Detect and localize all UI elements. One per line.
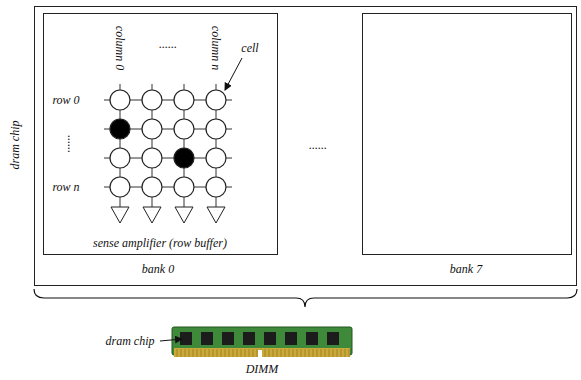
pin xyxy=(301,349,302,357)
pin xyxy=(273,349,274,357)
pin xyxy=(345,349,346,357)
memory-cell xyxy=(206,119,226,139)
dram-chip-package xyxy=(264,332,276,345)
pin xyxy=(205,349,206,357)
pin xyxy=(245,349,246,357)
callout-label: dram chip xyxy=(106,335,155,347)
pin xyxy=(325,349,326,357)
node-label: bank 7 xyxy=(450,263,482,275)
pin xyxy=(313,349,314,357)
brace xyxy=(34,289,577,307)
leader-line xyxy=(225,58,242,90)
sense-amplifier xyxy=(175,207,193,223)
column-label: column n xyxy=(210,26,222,70)
ellipsis: ...... xyxy=(66,135,78,153)
pin xyxy=(225,349,226,357)
pin xyxy=(277,349,278,357)
memory-cell xyxy=(110,148,130,168)
pin xyxy=(253,349,254,357)
pin xyxy=(249,349,250,357)
dimm-module xyxy=(172,327,352,358)
memory-cell xyxy=(206,148,226,168)
dram-chip-package xyxy=(201,332,213,345)
pin xyxy=(265,349,266,357)
memory-cell xyxy=(110,177,130,197)
row-label: row 0 xyxy=(52,94,79,106)
pin xyxy=(229,349,230,357)
bank-box: bank 7 xyxy=(362,13,572,255)
pin xyxy=(293,349,294,357)
memory-cell xyxy=(174,119,194,139)
pin xyxy=(181,349,182,357)
pin xyxy=(289,349,290,357)
pin xyxy=(329,349,330,357)
pin xyxy=(197,349,198,357)
node-label: bank 0 xyxy=(142,263,174,275)
dram-chip-package xyxy=(243,332,255,345)
pin xyxy=(257,349,258,357)
pin xyxy=(333,349,334,357)
pin xyxy=(321,349,322,357)
memory-cell xyxy=(174,177,194,197)
pin xyxy=(221,349,222,357)
pin xyxy=(189,349,190,357)
memory-cell xyxy=(142,148,162,168)
pin xyxy=(201,349,202,357)
pin xyxy=(193,349,194,357)
dram-chip-package xyxy=(285,332,297,345)
dram-chip-package xyxy=(327,332,339,345)
pin xyxy=(305,349,306,357)
pin xyxy=(285,349,286,357)
memory-cell xyxy=(110,119,130,139)
pin xyxy=(317,349,318,357)
dram-chip-package xyxy=(222,332,234,345)
pin xyxy=(349,349,350,357)
dram-chip-package xyxy=(180,332,192,345)
pin xyxy=(337,349,338,357)
memory-cell xyxy=(110,90,130,110)
module-label: DIMM xyxy=(246,363,279,375)
pin xyxy=(237,349,238,357)
pin xyxy=(209,349,210,357)
pin xyxy=(185,349,186,357)
column-label: column 0 xyxy=(114,26,126,70)
cell-grid xyxy=(104,84,232,223)
ellipsis: ...... xyxy=(159,38,177,50)
sense-amplifier xyxy=(111,207,129,223)
pin xyxy=(341,349,342,357)
pin xyxy=(297,349,298,357)
callout-label: cell xyxy=(241,42,258,54)
row-label: row n xyxy=(52,181,79,193)
memory-cell xyxy=(206,90,226,110)
pin xyxy=(241,349,242,357)
memory-cell xyxy=(174,148,194,168)
memory-cell xyxy=(142,119,162,139)
memory-cell xyxy=(206,177,226,197)
leader-line xyxy=(160,339,182,341)
pin xyxy=(217,349,218,357)
node-label: dram chip xyxy=(9,121,21,170)
sense-amplifier xyxy=(207,207,225,223)
pin xyxy=(269,349,270,357)
pin xyxy=(233,349,234,357)
dram-chip-package xyxy=(306,332,318,345)
memory-cell xyxy=(142,177,162,197)
ellipsis: ...... xyxy=(309,139,327,151)
memory-cell xyxy=(174,90,194,110)
pin xyxy=(281,349,282,357)
row-buffer-label: sense amplifier (row buffer) xyxy=(93,237,227,249)
sense-amplifier xyxy=(143,207,161,223)
pin xyxy=(177,349,178,357)
pin xyxy=(309,349,310,357)
pin xyxy=(213,349,214,357)
memory-cell xyxy=(142,90,162,110)
